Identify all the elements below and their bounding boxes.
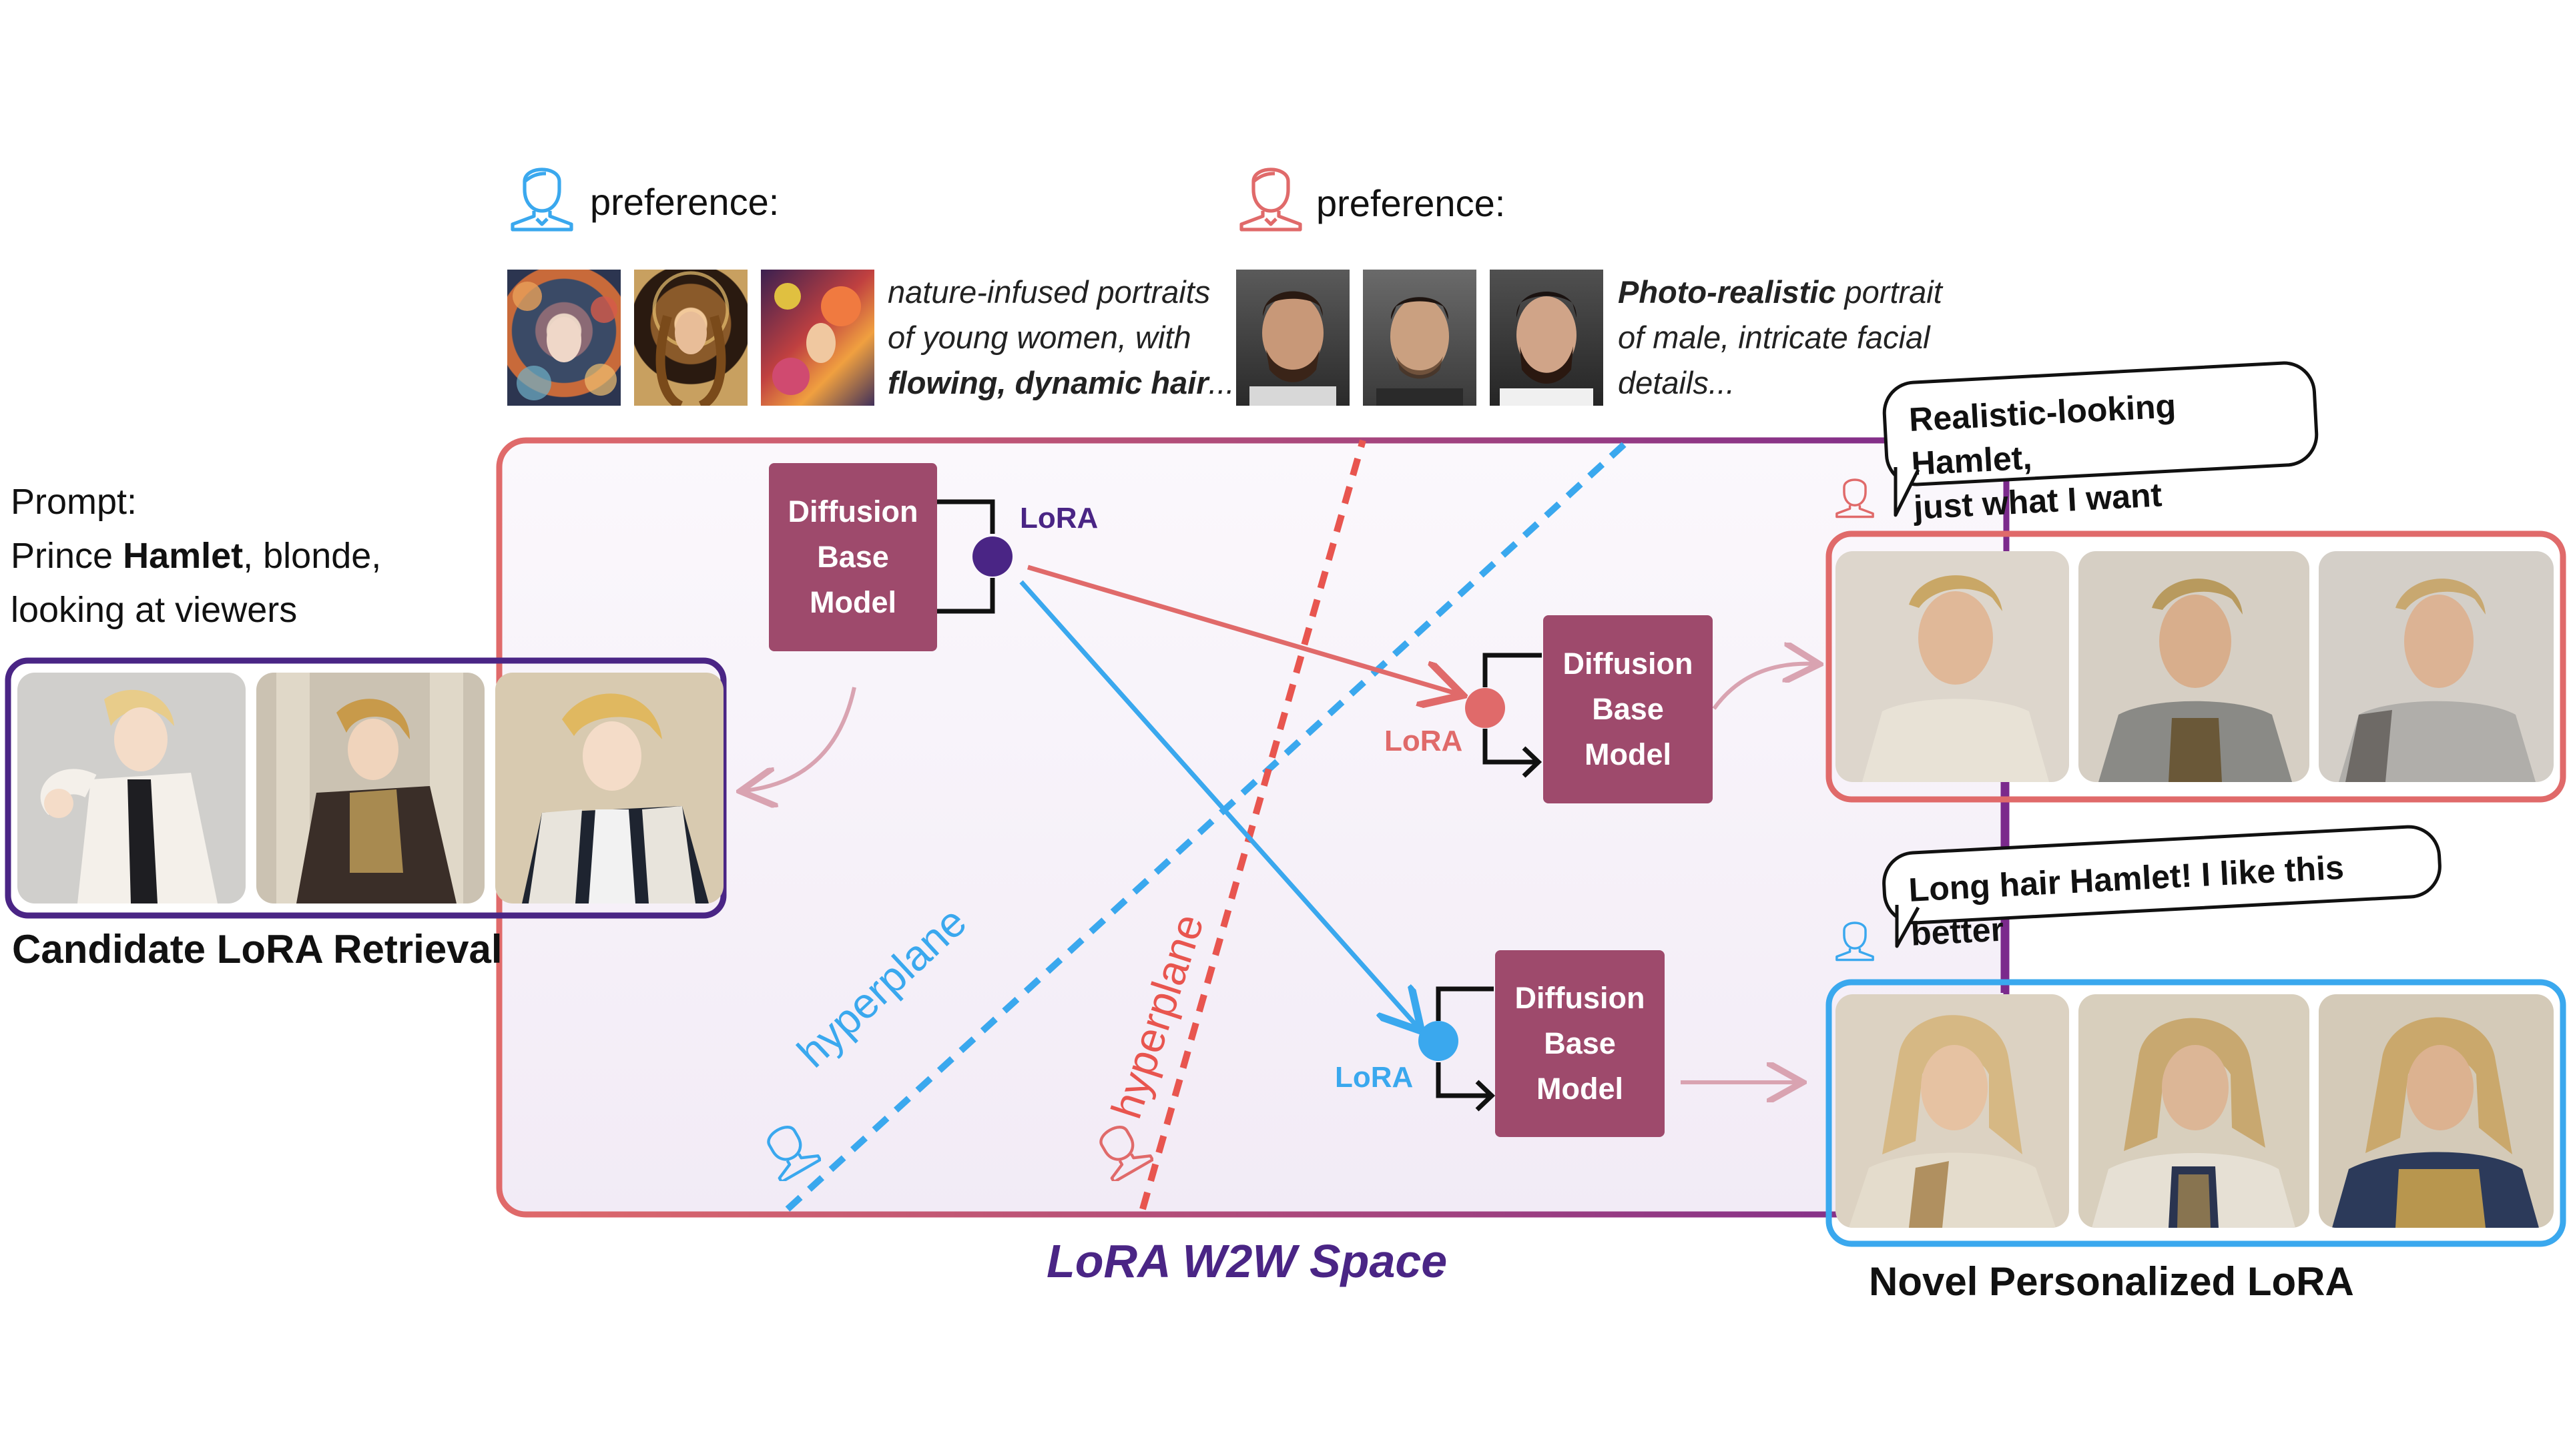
prompt-line1: Prince Hamlet, blonde, xyxy=(11,529,478,583)
model-middle-line1: Diffusion xyxy=(1562,647,1693,681)
blue-desc-line1: nature-infused portraits xyxy=(888,274,1211,310)
blue-output-image-2 xyxy=(2078,994,2309,1228)
blue-output-frame xyxy=(1825,979,2566,1247)
prompt-line1-bold: Hamlet xyxy=(123,536,244,576)
prompt-line1-post: , blonde, xyxy=(243,536,382,576)
red-output-image-2 xyxy=(2078,551,2309,782)
arrow-to-blue-lora xyxy=(1019,580,1418,1028)
blue-preference-label: preference: xyxy=(590,181,780,223)
speech-bubble-red: Realistic-looking Hamlet, just what I wa… xyxy=(1881,360,2320,526)
blue-output-image-3 xyxy=(2319,994,2554,1228)
prompt-line1-pre: Prince xyxy=(11,536,123,576)
arrow-to-red-output xyxy=(1712,664,1815,710)
model-top-line1: Diffusion xyxy=(788,494,918,528)
prompt-line2: looking at viewers xyxy=(11,590,298,630)
retrieval-image-2 xyxy=(256,673,485,903)
blue-preference-description: nature-infused portraits of young women,… xyxy=(888,270,1235,406)
user-icon-hyperplane-red xyxy=(1099,1126,1153,1181)
red-pref-image-1 xyxy=(1236,270,1350,406)
model-bottom-line1: Diffusion xyxy=(1514,981,1645,1015)
retrieval-image-1 xyxy=(17,673,246,903)
bubble-blue-tail xyxy=(1895,905,1920,948)
model-box-middle: Diffusion Base Model xyxy=(1543,615,1713,803)
user-icon-hyperplane-blue xyxy=(767,1126,821,1181)
arrow-to-retrieval xyxy=(744,687,856,791)
lora-point-blue xyxy=(1418,1021,1458,1061)
space-title: LoRA W2W Space xyxy=(1047,1235,1448,1287)
model-middle-line2: Base xyxy=(1592,692,1664,726)
model-box-bottom: Diffusion Base Model xyxy=(1495,950,1665,1137)
arrow-to-red-lora xyxy=(1027,565,1458,694)
user-icon-blue xyxy=(511,167,573,232)
user-icon-red xyxy=(1239,167,1302,232)
red-desc-bold: Photo-realistic xyxy=(1618,274,1836,310)
user-icon-small-red xyxy=(1835,478,1874,518)
bubble-red-tail xyxy=(1894,467,1920,517)
red-desc-tail: portrait xyxy=(1835,274,1942,310)
red-output-image-3 xyxy=(2319,551,2554,782)
retrieval-caption: Candidate LoRA Retrieval xyxy=(12,927,503,972)
lora-label-top: LoRA xyxy=(1020,502,1099,534)
red-desc-line1: Photo-realistic portrait xyxy=(1618,270,1965,315)
bracket-middle xyxy=(1482,653,1542,778)
blue-desc-bold: flowing, dynamic hair xyxy=(888,365,1209,400)
bracket-bottom xyxy=(1436,986,1496,1112)
red-preference-description: Photo-realistic portrait of male, intric… xyxy=(1618,270,1965,406)
user-icon-small-blue xyxy=(1835,922,1874,962)
blue-pref-image-3 xyxy=(761,270,874,406)
red-pref-image-2 xyxy=(1363,270,1476,406)
model-box-top: Diffusion Base Model xyxy=(769,463,937,651)
blue-desc-line2: of young women, with xyxy=(888,320,1191,355)
model-bottom-line2: Base xyxy=(1544,1026,1616,1060)
hyperplane-red-line xyxy=(1139,439,1366,1210)
prompt-block: Prompt: Prince Hamlet, blonde, looking a… xyxy=(11,475,478,637)
model-top-line2: Base xyxy=(817,540,889,574)
blue-desc-line3: flowing, dynamic hair... xyxy=(888,360,1235,406)
blue-output-image-1 xyxy=(1835,994,2069,1228)
prompt-label: Prompt: xyxy=(11,482,137,522)
lora-label-middle: LoRA xyxy=(1384,725,1463,757)
red-preference-label: preference: xyxy=(1316,182,1506,224)
model-top-line3: Model xyxy=(810,585,896,619)
output-caption: Novel Personalized LoRA xyxy=(1869,1259,2354,1304)
red-output-frame xyxy=(1825,530,2566,803)
model-middle-line3: Model xyxy=(1585,737,1671,771)
red-desc-line2: of male, intricate facial xyxy=(1618,320,1930,355)
red-pref-image-3 xyxy=(1490,270,1603,406)
lora-point-purple xyxy=(972,536,1013,577)
red-desc-line3: details... xyxy=(1618,365,1735,400)
retrieval-frame xyxy=(5,657,727,919)
blue-pref-image-1 xyxy=(507,270,621,406)
blue-desc-tail: ... xyxy=(1208,365,1235,400)
model-bottom-line3: Model xyxy=(1536,1072,1623,1106)
lora-label-bottom: LoRA xyxy=(1335,1061,1414,1094)
blue-pref-image-2 xyxy=(634,270,748,406)
hyperplane-blue-line xyxy=(785,438,1631,1212)
red-output-image-1 xyxy=(1835,551,2069,782)
lora-point-red xyxy=(1465,688,1505,728)
retrieval-image-3 xyxy=(495,673,724,903)
